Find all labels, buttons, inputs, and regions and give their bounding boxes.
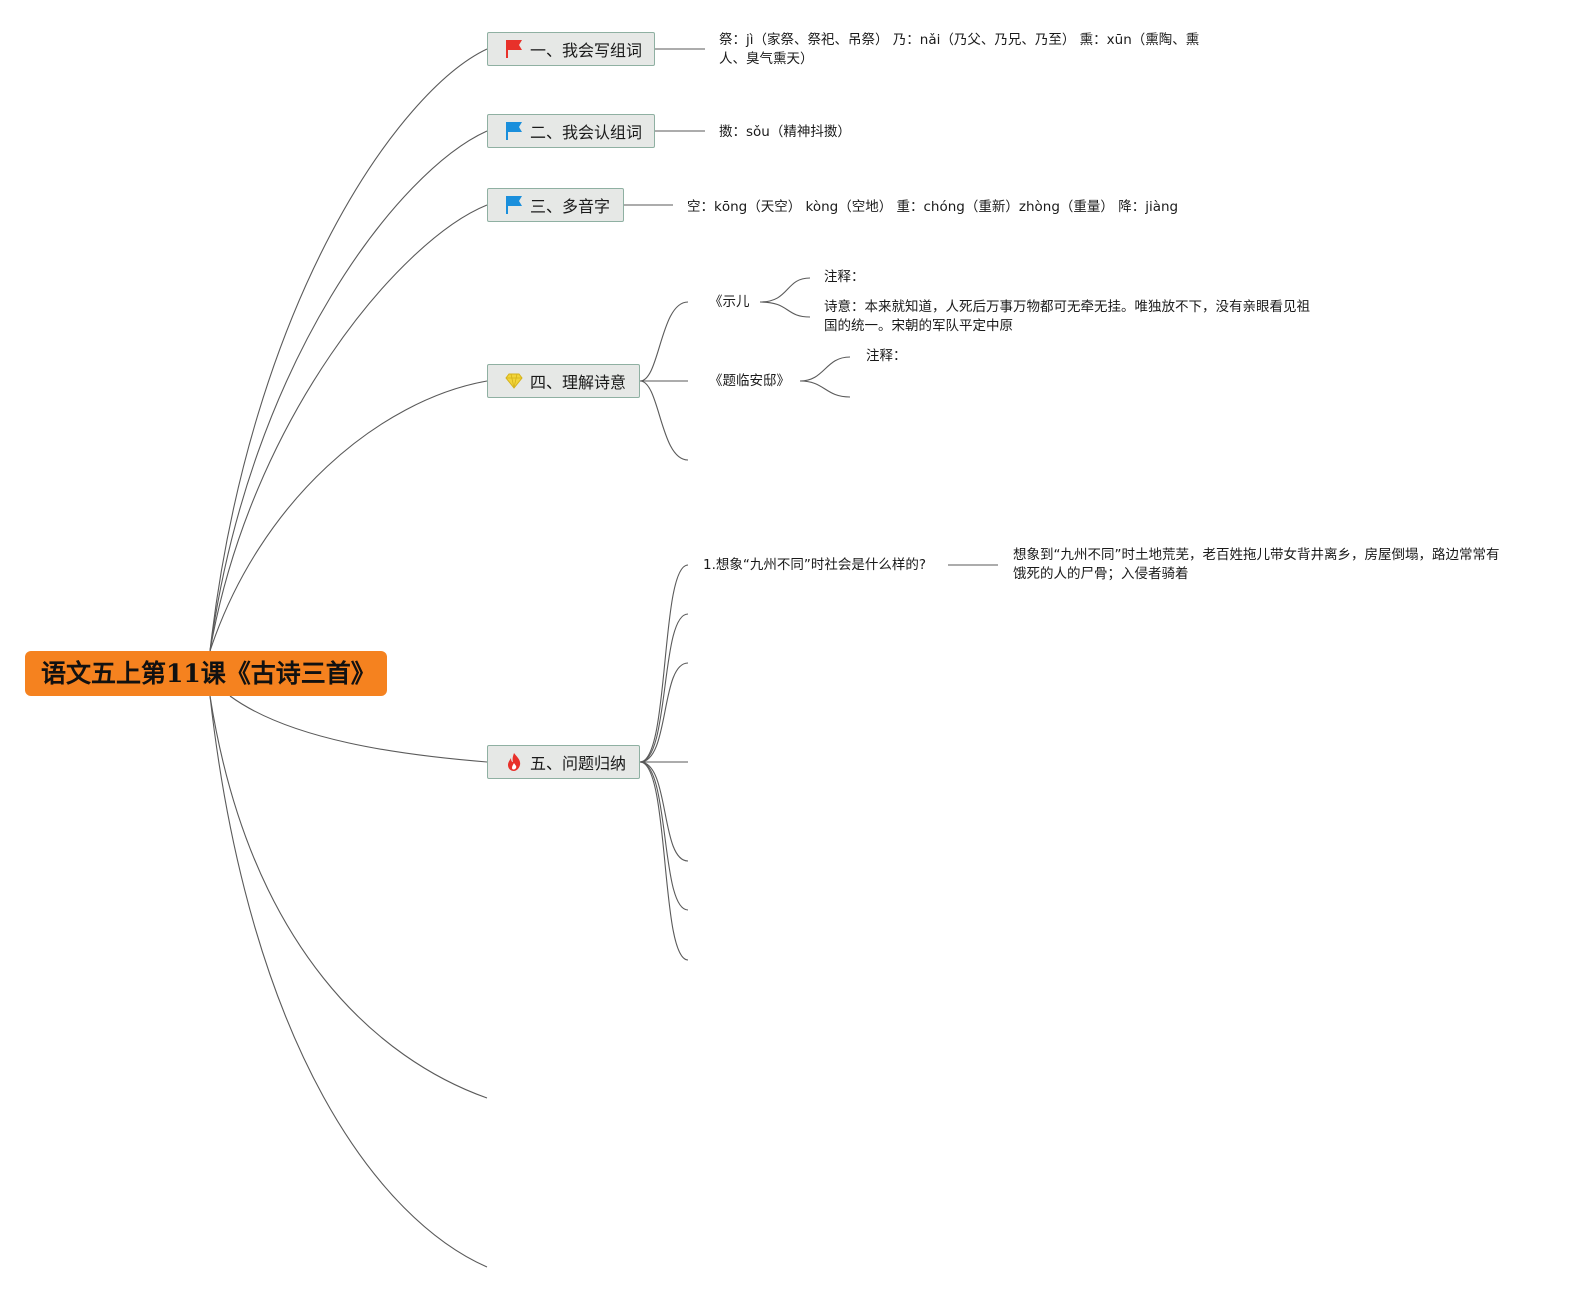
recognize-words-detail[interactable]: 擞：sǒu（精神抖擞） [719,124,851,140]
topic-understand-poems[interactable]: 四、理解诗意 [487,364,640,398]
topic-label: 五、问题归纳 [530,754,627,773]
question-answer[interactable]: 想象到“九州不同”时土地荒芜，老百姓拖儿带女背井离乡，房屋倒塌，路边常常有饿死的… [1013,547,1500,582]
root-topic[interactable]: 语文五上第11课《古诗三首》 [25,651,387,696]
topic-label: 一、我会写组词 [530,41,643,60]
write-words-detail[interactable]: 祭：jì（家祭、祭祀、吊祭） 乃：nǎi（乃父、乃兄、乃至） 熏：xūn（熏陶、… [719,32,1200,67]
topic-write-words[interactable]: 一、我会写组词 [487,32,655,66]
poem-tilinan-notes[interactable]: 注释： [866,348,907,364]
poem-tilinan-title[interactable]: 《题临安邸》 [709,373,790,389]
topic-label: 二、我会认组词 [530,123,643,142]
topic-label: 四、理解诗意 [530,373,627,392]
poem-shier-meaning[interactable]: 诗意：本来就知道，人死后万事万物都可无牵无挂。唯独放不下，没有亲眼看见祖国的统一… [824,299,1310,334]
red-flag-icon [504,39,524,59]
diamond-icon [504,371,524,391]
blue-flag-icon [504,195,524,215]
poem-shier-notes[interactable]: 注释： [824,269,865,285]
blue-flag-icon [504,121,524,141]
fire-icon [504,752,524,772]
poem-shier-title[interactable]: 《示儿 [709,294,750,310]
topic-label: 三、多音字 [530,197,611,216]
question-item[interactable]: 1.想象“九州不同”时社会是什么样的? [703,557,927,573]
topic-recognize-words[interactable]: 二、我会认组词 [487,114,655,148]
polyphones-detail[interactable]: 空：kōng（天空） kòng（空地） 重：chóng（重新）zhòng（重量）… [687,199,1179,215]
topic-polyphones[interactable]: 三、多音字 [487,188,624,222]
topic-question-summary[interactable]: 五、问题归纳 [487,745,640,779]
